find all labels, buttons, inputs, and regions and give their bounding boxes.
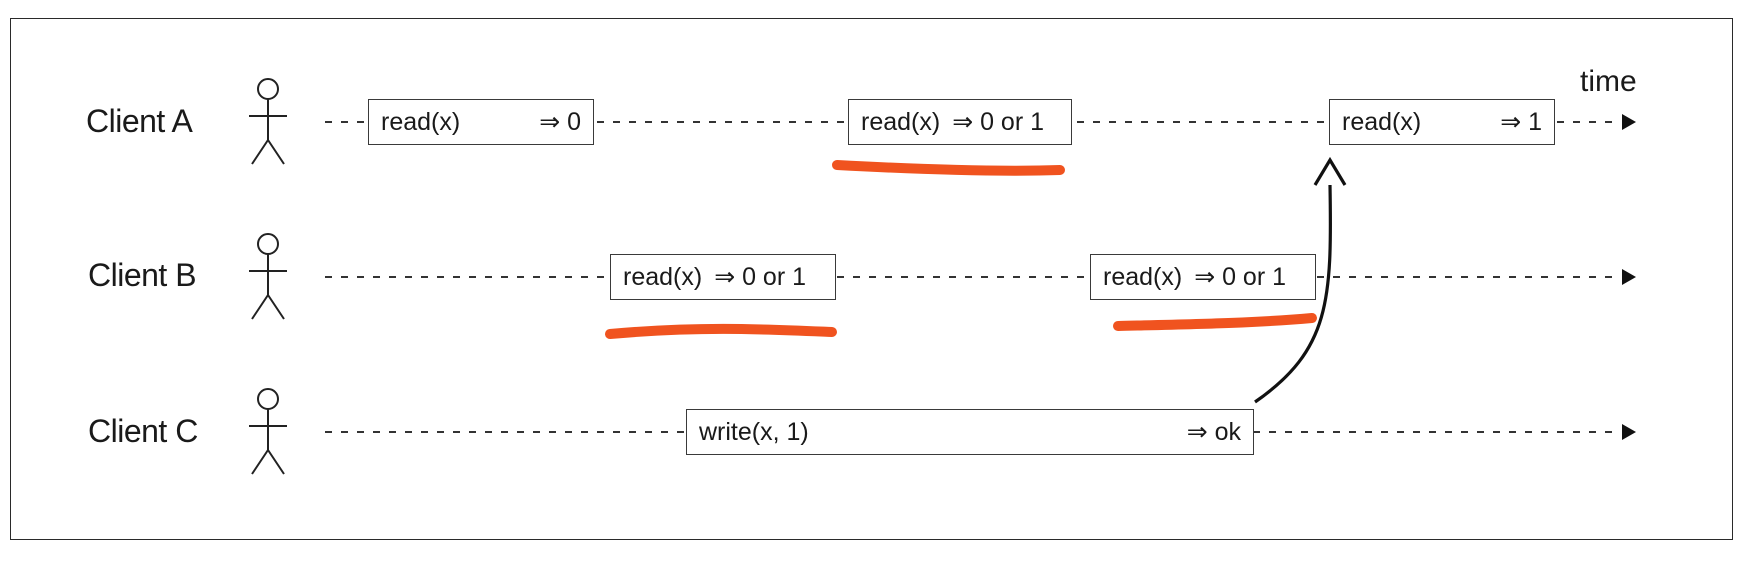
timeline-arrowheads [1622, 114, 1636, 440]
op-result: ⇒ 1 [1500, 108, 1542, 136]
op-client-a-read-1: read(x) ⇒ 0 [368, 99, 594, 145]
client-a-figure-icon [249, 78, 287, 165]
op-result: ⇒ 0 or 1 [714, 263, 807, 291]
op-name: read(x) [381, 107, 461, 136]
visibility-arrow [1254, 156, 1347, 404]
highlight-underline-a2 [832, 160, 1065, 176]
arrowhead-client-c [1622, 424, 1636, 440]
op-client-a-read-2: read(x) ⇒ 0 or 1 [848, 99, 1072, 145]
visibility-arrow-path [1254, 184, 1333, 404]
highlight-underlines [605, 160, 1317, 339]
client-b-figure-icon [249, 233, 287, 320]
op-client-b-read-1: read(x) ⇒ 0 or 1 [610, 254, 836, 300]
op-name: read(x) [623, 262, 703, 291]
op-result: ⇒ ok [1186, 418, 1241, 446]
arrowhead-client-a [1622, 114, 1636, 130]
stick-figures [249, 78, 287, 475]
op-name: read(x) [861, 107, 941, 136]
visibility-arrow-head-icon [1313, 156, 1347, 186]
op-name: read(x) [1342, 107, 1422, 136]
highlight-underline-b2 [1113, 313, 1317, 331]
client-b-label: Client B [88, 257, 197, 293]
op-name: write(x, 1) [699, 417, 809, 446]
op-result: ⇒ 0 or 1 [1194, 263, 1287, 291]
client-c-figure-icon [249, 388, 287, 475]
highlight-underline-b1 [605, 323, 837, 339]
time-axis-label: time [1580, 65, 1637, 98]
op-client-b-read-2: read(x) ⇒ 0 or 1 [1090, 254, 1316, 300]
arrowhead-client-b [1622, 269, 1636, 285]
op-client-a-read-3: read(x) ⇒ 1 [1329, 99, 1555, 145]
op-name: read(x) [1103, 262, 1183, 291]
client-c-label: Client C [88, 413, 198, 449]
op-result: ⇒ 0 or 1 [952, 108, 1045, 136]
client-a-label: Client A [86, 103, 193, 139]
op-client-c-write: write(x, 1) ⇒ ok [686, 409, 1254, 455]
op-result: ⇒ 0 [539, 108, 581, 136]
